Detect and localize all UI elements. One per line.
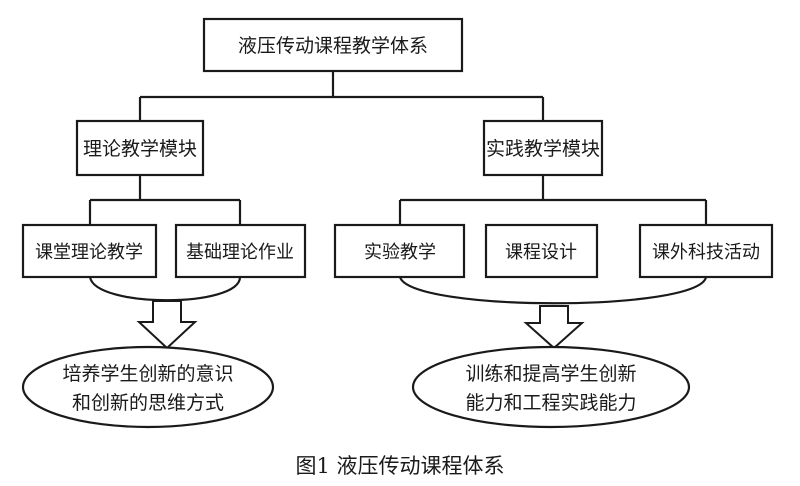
practice-outcome-line-2: 能力和工程实践能力 bbox=[465, 392, 636, 414]
practice-module-label: 实践教学模块 bbox=[486, 138, 600, 160]
practice-item-label: 课程设计 bbox=[505, 242, 577, 263]
theory-item-label: 基础理论作业 bbox=[186, 242, 294, 263]
theory-outcome-line-1: 培养学生创新的意识 bbox=[62, 363, 233, 385]
practice-module-node: 实践教学模块 bbox=[482, 119, 604, 177]
theory-item-label: 课堂理论教学 bbox=[35, 242, 143, 263]
root-label: 液压传动课程教学体系 bbox=[238, 35, 428, 57]
figure-caption: 图1 液压传动课程体系 bbox=[295, 454, 504, 478]
theory-outcome-oval: 培养学生创新的意识 和创新的思维方式 bbox=[21, 345, 275, 429]
practice-outcome-oval: 训练和提高学生创新 能力和工程实践能力 bbox=[411, 345, 691, 429]
down-arrow-theory bbox=[136, 300, 198, 350]
practice-item-label: 课外科技活动 bbox=[652, 242, 760, 263]
practice-outcome-line-1: 训练和提高学生创新 bbox=[465, 363, 636, 385]
practice-item-label: 实验教学 bbox=[364, 242, 436, 263]
theory-item-classroom: 课堂理论教学 bbox=[21, 223, 158, 279]
theory-module-label: 理论教学模块 bbox=[83, 138, 197, 160]
theory-outcome-line-2: 和创新的思维方式 bbox=[72, 392, 224, 414]
root-node: 液压传动课程教学体系 bbox=[202, 17, 464, 73]
practice-item-extracurricular: 课外科技活动 bbox=[638, 223, 774, 279]
down-arrow-practice bbox=[523, 305, 585, 350]
theory-module-node: 理论教学模块 bbox=[75, 119, 205, 177]
practice-item-course-design: 课程设计 bbox=[484, 223, 599, 279]
practice-item-experiment: 实验教学 bbox=[333, 223, 466, 279]
theory-item-homework: 基础理论作业 bbox=[174, 223, 307, 279]
